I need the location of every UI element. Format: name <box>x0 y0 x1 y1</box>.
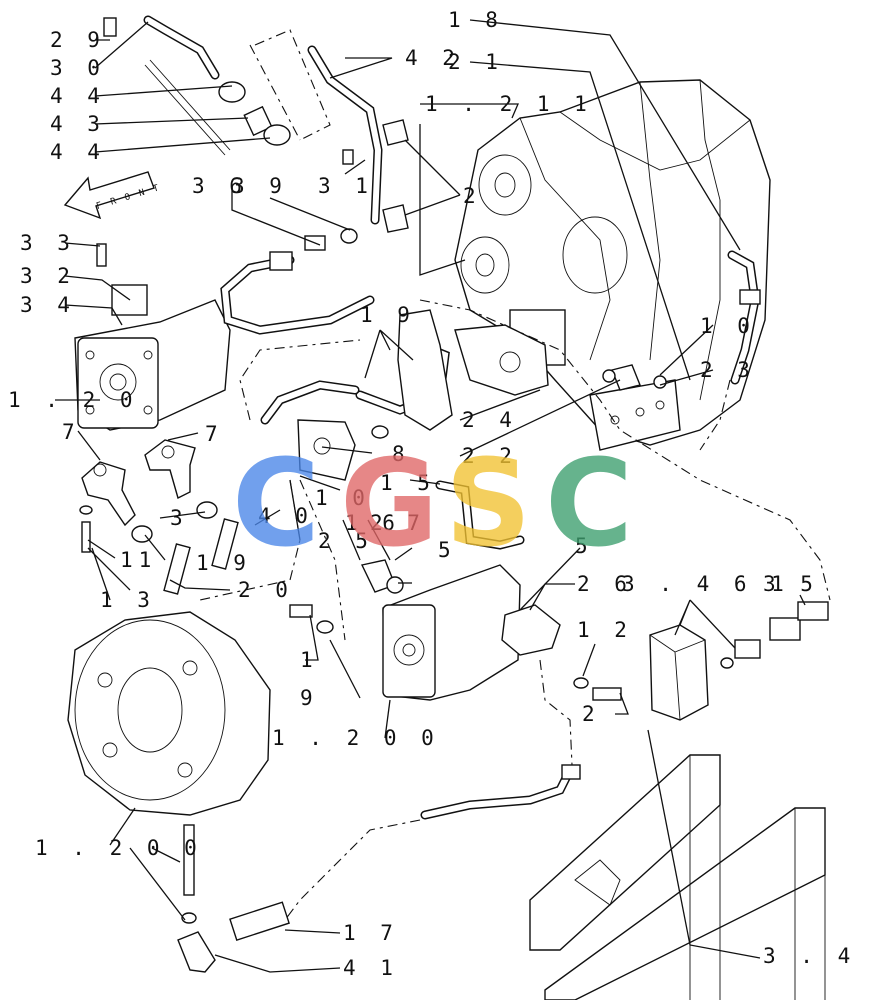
label-7-left: 7 <box>62 420 81 444</box>
label-19-top: 1 9 <box>360 303 416 327</box>
label-2-bottom: 2 <box>582 702 601 726</box>
watermark-letter-c2: C <box>545 435 633 574</box>
pump-1-200 <box>289 559 561 701</box>
label-9: 9 <box>300 686 319 710</box>
label-1-200-bottom: 1 . 2 0 0 <box>35 836 203 860</box>
label-3-461-bottom: 3 . 4 6 1 <box>763 944 872 968</box>
pipes-top <box>103 15 409 251</box>
label-16: 1 6 <box>345 511 401 535</box>
label-12: 1 2 <box>577 618 633 642</box>
label-27: 2 7 <box>370 511 426 535</box>
label-17: 1 7 <box>343 921 399 945</box>
leader-lines <box>55 19 806 973</box>
watermark-letter-g: G <box>340 435 439 574</box>
label-29: 2 9 <box>50 28 106 52</box>
transmission-housing <box>454 79 771 451</box>
label-5-mid: 5 <box>438 538 457 562</box>
label-18: 1 8 <box>448 8 504 32</box>
pump-1-20 <box>74 243 231 431</box>
label-40: 4 0 <box>258 504 314 528</box>
label-3: 3 <box>170 506 189 530</box>
fittings-right <box>573 601 829 721</box>
label-1-200-mid: 1 . 2 0 0 <box>272 726 440 750</box>
label-44-top: 4 4 <box>50 84 106 108</box>
label-15: 1 5 <box>380 471 436 495</box>
label-5-right: 5 <box>575 534 594 558</box>
label-22: 2 2 <box>462 444 518 468</box>
label-21: 2 1 <box>448 50 504 74</box>
label-26: 2 6 <box>577 572 633 596</box>
label-1: 1 <box>300 648 319 672</box>
label-36: 3 6 <box>192 174 248 198</box>
label-32: 3 2 <box>20 264 76 288</box>
label-34: 3 4 <box>20 293 76 317</box>
label-31: 3 1 <box>318 174 374 198</box>
fittings-left <box>79 439 239 595</box>
watermark-letter-c1: C <box>232 435 320 574</box>
front-arrow: F R O N T <box>63 171 162 220</box>
label-1-20: 1 . 2 0 <box>8 388 139 412</box>
label-1-211: 1 . 2 1 1 <box>425 92 593 116</box>
watermark-logo: C G S C <box>232 435 633 574</box>
label-19-bottom: 1 9 <box>196 551 252 575</box>
label-25: 2 5 <box>318 529 374 553</box>
label-10-right: 1 0 <box>700 314 756 338</box>
label-35: 3 5 <box>763 572 819 596</box>
label-8: 8 <box>392 442 411 466</box>
callout-labels: 2 9 3 0 4 4 4 3 4 4 4 2 1 8 2 1 1 . 2 1 … <box>8 8 872 980</box>
label-3-461-top: 3 . 4 6 1 <box>622 572 790 596</box>
chassis-frame <box>529 754 826 1000</box>
label-7-right: 7 <box>205 422 224 446</box>
hose-lower <box>177 764 581 973</box>
label-44-bottom: 4 4 <box>50 140 106 164</box>
label-30: 3 0 <box>50 56 106 80</box>
label-43: 4 3 <box>50 112 106 136</box>
watermark-letter-s: S <box>445 435 531 574</box>
label-10-mid: 1 0 <box>315 486 371 510</box>
label-39: 3 9 <box>232 174 288 198</box>
label-13: 1 3 <box>100 588 156 612</box>
label-2-top: 2 <box>463 184 482 208</box>
label-24: 2 4 <box>462 408 518 432</box>
label-41: 4 1 <box>343 956 399 980</box>
label-33: 3 3 <box>20 231 76 255</box>
housing-1-200 <box>67 611 271 816</box>
label-20: 2 0 <box>238 578 294 602</box>
hoses-middle <box>220 250 761 550</box>
label-23: 2 3 <box>700 358 756 382</box>
label-11: 11 <box>120 548 157 572</box>
label-42: 4 2 <box>405 46 461 70</box>
